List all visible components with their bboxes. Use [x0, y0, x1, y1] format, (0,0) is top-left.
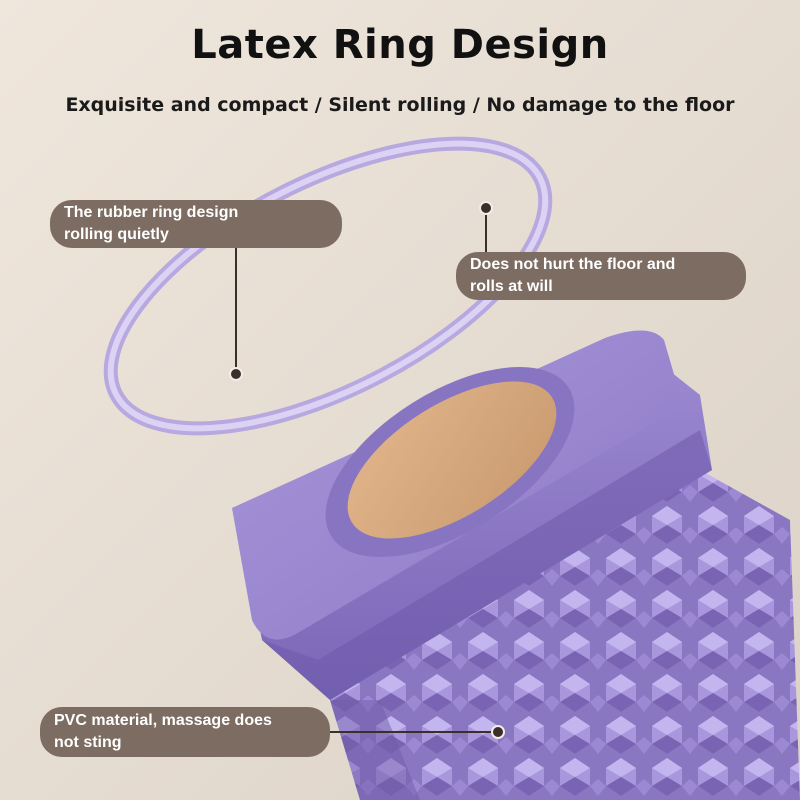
- callout-line: PVC material, massage does: [54, 712, 272, 729]
- end-cap-insert: [347, 381, 557, 539]
- callout-pvc: PVC material, massage does not sting: [40, 707, 330, 757]
- page-subtitle: Exquisite and compact / Silent rolling /…: [65, 94, 735, 116]
- callout-ring-quiet: The rubber ring design rolling quietly: [50, 200, 342, 248]
- callout-line: not sting: [54, 734, 122, 751]
- callout-line: rolling quietly: [64, 226, 169, 243]
- callout-line: The rubber ring design: [64, 204, 239, 221]
- end-cap: [232, 330, 712, 700]
- latex-ring: [103, 136, 553, 436]
- page-title: Latex Ring Design: [191, 22, 609, 68]
- callout-leaders: [235, 208, 498, 733]
- callout-line: rolls at will: [470, 278, 553, 295]
- callout-floor: Does not hurt the floor and rolls at wil…: [456, 252, 746, 300]
- callout-dots: [229, 201, 505, 739]
- callout-line: Does not hurt the floor and: [470, 256, 676, 273]
